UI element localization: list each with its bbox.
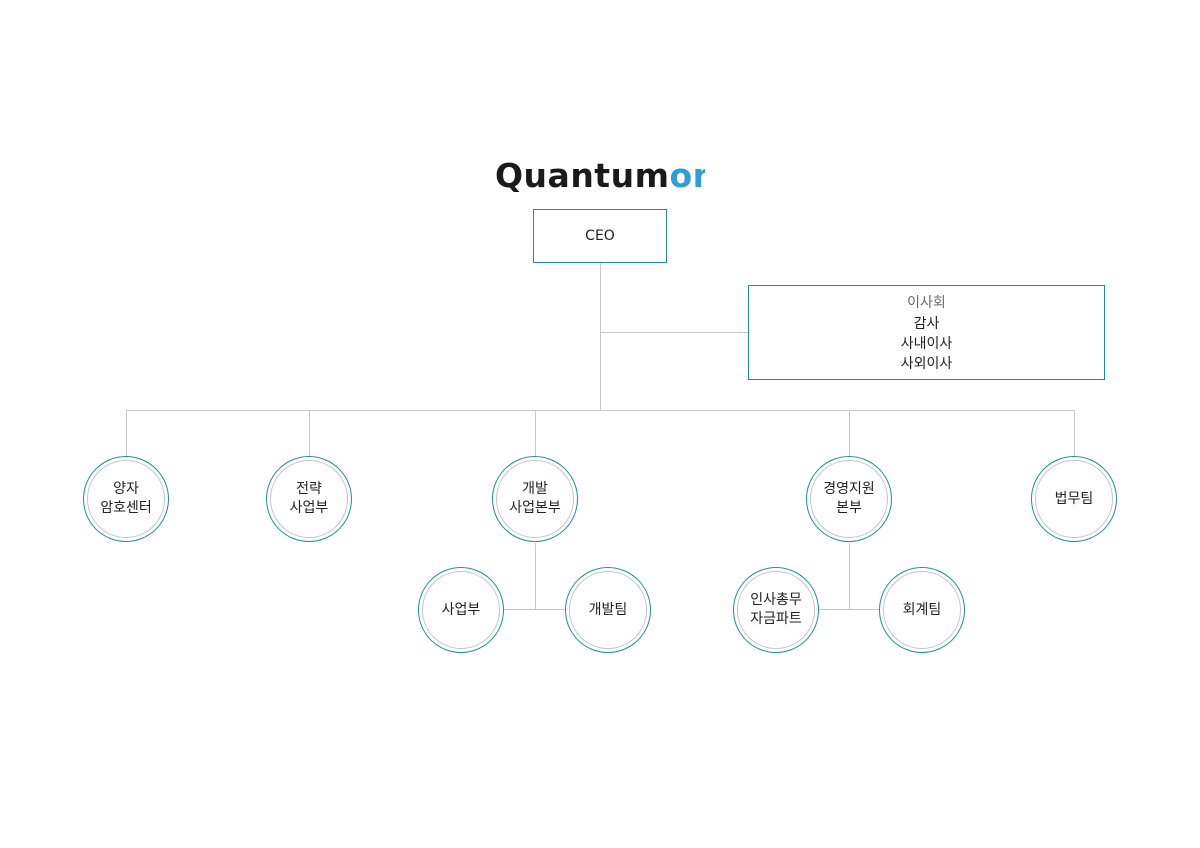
dept-dev-line1: 개발 [522,481,548,497]
team-business: 사업부 [418,567,504,653]
board-member-auditor: 감사 [913,316,940,332]
dept-quantum-line2: 암호센터 [100,500,152,516]
dept-strategy: 전략 사업부 [266,456,352,542]
dept-dev-line2: 사업본부 [509,500,561,516]
team-hr-finance: 인사총무 자금파트 [733,567,819,653]
team-accounting-label: 회계팀 [902,601,942,618]
team-development: 개발팀 [565,567,651,653]
board-box: 이사회 감사 사내이사 사외이사 [748,285,1105,380]
team-hr-line1: 인사총무 [750,592,802,608]
dept-mgmt-line1: 경영지원 [823,481,875,497]
board-member-outside-director: 사외이사 [900,356,953,372]
dept-strategy-line2: 사업부 [289,500,329,516]
logo-text-on: on [669,156,705,194]
ceo-box: CEO [533,209,667,263]
dept-dev-business: 개발 사업본부 [492,456,578,542]
team-development-label: 개발팀 [588,601,628,618]
ceo-label: CEO [585,228,615,244]
dept-management-support: 경영지원 본부 [806,456,892,542]
team-accounting: 회계팀 [879,567,965,653]
dept-quantum-line1: 양자 [113,481,139,497]
svg-text:Quantumon: Quantumon [495,156,705,194]
dept-quantum-crypto-center: 양자 암호센터 [83,456,169,542]
board-title: 이사회 [907,295,946,311]
logo-text-quantum: Quantum [495,156,669,194]
team-business-label: 사업부 [441,601,481,618]
dept-legal-label: 법무팀 [1054,490,1094,507]
board-member-inside-director: 사내이사 [900,336,953,352]
team-hr-line2: 자금파트 [750,611,802,627]
dept-strategy-line1: 전략 [296,481,322,497]
dept-legal: 법무팀 [1031,456,1117,542]
dept-mgmt-line2: 본부 [836,500,862,516]
company-logo: Quantumon [0,154,1200,198]
